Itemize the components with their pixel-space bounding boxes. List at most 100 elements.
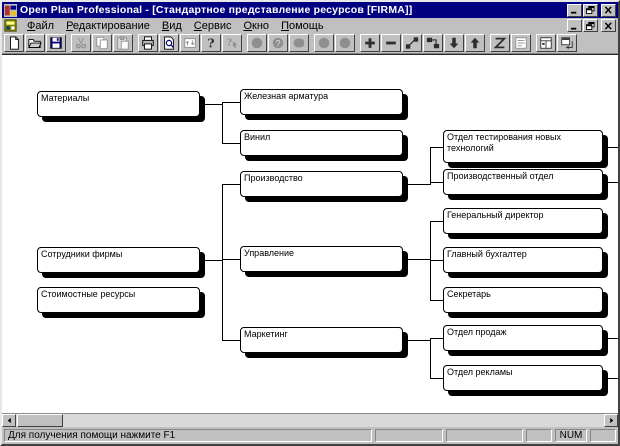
update-views-button[interactable] [180,34,200,52]
save-button[interactable] [46,34,66,52]
print-preview-icon [164,36,175,50]
link-icon [405,37,419,49]
cut-icon [76,37,86,49]
node-director[interactable]: Генеральный директор [443,208,603,234]
toolbar-group-2: ?? [138,34,242,52]
node-production[interactable]: Производство [240,171,403,197]
close-button[interactable] [601,3,616,17]
scrollbar-track[interactable] [16,414,604,427]
collapse-icon [386,41,396,45]
svg-text:?: ? [276,39,281,49]
node-vinyl[interactable]: Винил [240,130,403,156]
connector-trunk-staff [222,184,223,341]
node-marketing[interactable]: Маркетинг [240,327,403,353]
move-up-button[interactable] [465,34,485,52]
move-down-button[interactable] [444,34,464,52]
app-icon[interactable] [4,3,17,17]
status-message: Для получения помощи нажмите F1 [4,428,372,442]
toolbar-group-0 [4,34,66,52]
cut-button[interactable] [71,34,91,52]
zigzag-icon [493,37,507,49]
svg-text:?: ? [207,36,214,50]
toolbar-group-1 [71,34,133,52]
toolbar-group-3: ? [247,34,309,52]
toolbar-group-4 [314,34,355,52]
title-bar[interactable]: Open Plan Professional - [Стандартное пр… [2,2,618,18]
menu-item-service[interactable]: Сервис [193,19,232,32]
node-accountant[interactable]: Главный бухгалтер [443,247,603,273]
zigzag-button[interactable] [490,34,510,52]
node-staff[interactable]: Сотрудники фирмы [37,247,200,273]
help-button[interactable]: ? [201,34,221,52]
window-split-icon [540,37,552,49]
connector-child-sales [430,338,443,339]
toolbar-group-6 [490,34,531,52]
expand-icon [365,38,375,48]
copy-icon [96,36,108,50]
new-button[interactable] [4,34,24,52]
link-button[interactable] [402,34,422,52]
query-node-button[interactable]: ? [268,34,288,52]
connector-child-secretary [430,300,443,301]
window-arrange-button[interactable] [557,34,577,52]
status-panel-2 [446,428,523,442]
mdi-close-button[interactable] [601,19,616,32]
node-cost[interactable]: Стоимостные ресурсы [37,287,200,313]
scroll-left-button[interactable] [2,414,16,427]
node-management[interactable]: Управление [240,246,403,272]
scroll-right-button[interactable] [604,414,618,427]
help-icon: ? [207,36,214,50]
steps-icon [426,37,440,49]
expand-button[interactable] [360,34,380,52]
node-prod-dept[interactable]: Производственный отдел [443,169,603,195]
connector-child-marketing [222,340,240,341]
rounded-node-button[interactable] [289,34,309,52]
mdi-minimize-button[interactable] [567,19,582,32]
connector-child-advertising [430,378,443,379]
context-help-button[interactable]: ? [222,34,242,52]
node-a-button[interactable] [314,34,334,52]
node-advertising[interactable]: Отдел рекламы [443,365,603,391]
copy-button[interactable] [92,34,112,52]
paste-button[interactable] [113,34,133,52]
node-secretary[interactable]: Секретарь [443,287,603,313]
node-iron[interactable]: Железная арматура [240,89,403,115]
menu-item-window[interactable]: Окно [243,19,270,32]
connector-child-iron [222,102,240,103]
activity-node-button[interactable] [247,34,267,52]
connector-parent-marketing [408,340,430,341]
node-b-button[interactable] [335,34,355,52]
restore-button[interactable] [583,3,598,17]
collapse-button[interactable] [381,34,401,52]
connector-parent-production [408,184,430,185]
notes-button[interactable] [511,34,531,52]
connector-child-production [222,184,240,185]
connector-child-accountant [430,260,443,261]
print-button[interactable] [138,34,158,52]
move-up-icon [470,37,480,49]
connector-trunk-materials [222,102,223,144]
print-preview-button[interactable] [159,34,179,52]
menu-item-view[interactable]: Вид [161,19,182,32]
horizontal-scrollbar[interactable] [2,413,618,427]
paste-icon [117,36,129,50]
menu-item-help[interactable]: Помощь [281,19,324,32]
connector-offscreen-sales [608,338,618,339]
update-views-icon [184,38,196,48]
node-sales[interactable]: Отдел продаж [443,325,603,351]
status-panel-1 [375,428,443,442]
connector-offscreen-advertising [608,378,618,379]
mdi-restore-button[interactable] [583,19,598,32]
menu-item-edit[interactable]: Редактирование [66,19,150,32]
node-materials[interactable]: Материалы [37,91,200,117]
scrollbar-thumb[interactable] [17,414,63,427]
status-bar: Для получения помощи нажмите F1 NUM [2,427,618,444]
minimize-button[interactable] [567,3,582,17]
document-icon[interactable] [4,19,17,32]
steps-button[interactable] [423,34,443,52]
open-button[interactable] [25,34,45,52]
window-split-button[interactable] [536,34,556,52]
menu-item-file[interactable]: Файл [27,19,55,32]
node-testing[interactable]: Отдел тестирования новых технологий [443,130,603,163]
